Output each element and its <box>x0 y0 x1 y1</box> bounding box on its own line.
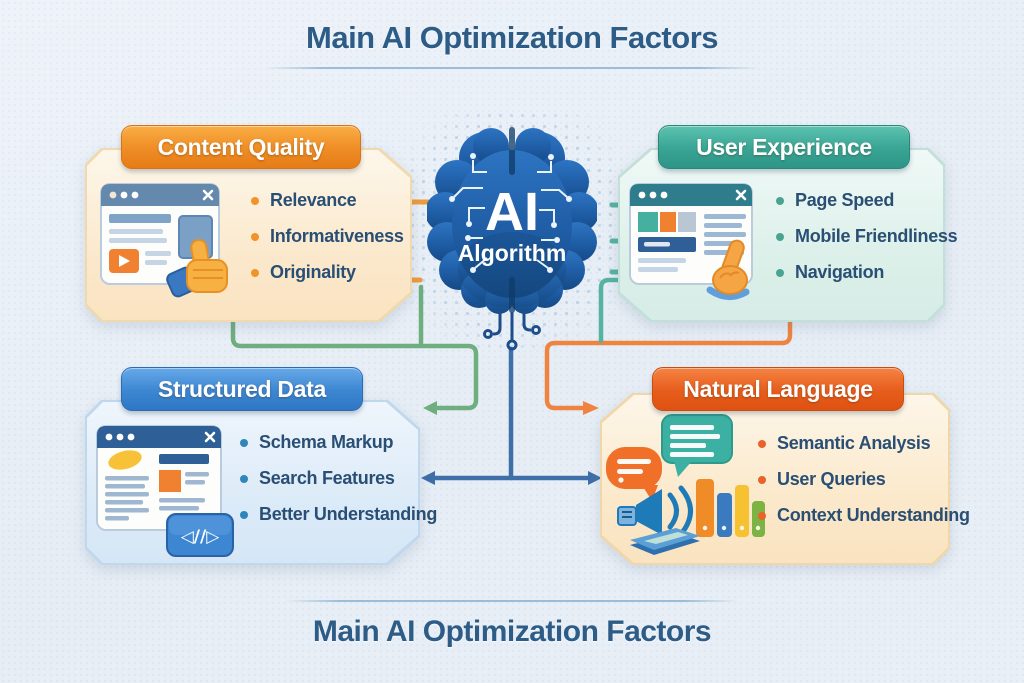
bullet-label: Relevance <box>270 190 357 210</box>
bullet-label: Originality <box>270 262 356 282</box>
thumbs-up-hand <box>166 238 228 298</box>
list-item: Mobile Friendliness <box>776 226 958 247</box>
list-item: Relevance <box>251 190 404 211</box>
code-tag-button: ◁//▷ <box>166 513 234 557</box>
browser-pointer-icon <box>629 183 753 300</box>
list-item: Schema Markup <box>240 432 437 453</box>
book <box>630 528 700 555</box>
browser-code-icon: ◁//▷ <box>96 425 234 557</box>
bullet-dot <box>240 510 248 519</box>
list-item: User Queries <box>758 469 970 490</box>
content-quality-items: Relevance Informativeness Originality <box>251 190 404 283</box>
list-item: Page Speed <box>776 190 957 211</box>
list-item: Search Features <box>240 468 437 489</box>
bullet-label: Schema Markup <box>259 432 394 452</box>
user-experience-header: User Experience <box>658 125 910 169</box>
user-experience-title: User Experience <box>696 133 872 160</box>
bullet-dot <box>251 196 259 205</box>
user-experience-panel: User Experience <box>618 125 958 322</box>
speech-bubble-teal <box>661 414 733 477</box>
bullet-label: Better Understanding <box>259 504 438 524</box>
content-quality-title: Content Quality <box>157 133 325 160</box>
bullet-dot <box>758 475 766 484</box>
natural-language-items: Semantic Analysis User Queries Context U… <box>758 433 970 526</box>
natural-language-panel: Natural Language <box>600 367 970 565</box>
structured-data-items: Schema Markup Search Features Better Und… <box>240 432 437 525</box>
bullet-label: Navigation <box>795 262 885 282</box>
bullet-label: User Queries <box>777 469 886 489</box>
bullet-dot <box>776 232 784 241</box>
bar-chart-books <box>696 479 765 537</box>
structured-data-header: Structured Data <box>121 367 363 411</box>
footer-title: Main AI Optimization Factors <box>312 615 712 648</box>
content-quality-header: Content Quality <box>121 125 361 169</box>
connector-orange-ux-to-natural <box>544 277 793 415</box>
brainstem-circuits <box>483 310 541 351</box>
list-item: Context Understanding <box>758 505 970 526</box>
browser-thumbs-up-icon <box>100 183 228 298</box>
bullet-dot <box>776 268 784 277</box>
list-item: Navigation <box>776 262 957 283</box>
bullet-label: Context Understanding <box>777 505 970 525</box>
list-item: Better Understanding <box>240 504 437 525</box>
bullet-dot <box>251 232 259 241</box>
bottom-divider <box>286 600 738 602</box>
structured-data-title: Structured Data <box>157 375 327 402</box>
page-title: Main AI Optimization Factors <box>306 20 719 55</box>
top-divider <box>264 67 760 69</box>
list-item: Semantic Analysis <box>758 433 970 454</box>
algorithm-label: Algorithm <box>458 240 567 266</box>
structured-data-panel: Structured Data ◁//▷ <box>85 367 437 565</box>
bullet-label: Search Features <box>259 468 395 488</box>
speech-bubble-orange <box>606 447 662 501</box>
bullet-dot <box>240 438 248 447</box>
svg-text:◁//▷: ◁//▷ <box>181 527 220 547</box>
connector-green-content-to-structured <box>230 284 479 415</box>
circuit-traces <box>453 160 568 269</box>
natural-language-title: Natural Language <box>683 375 873 402</box>
bullet-dot <box>240 474 248 483</box>
circuit-nodes <box>449 153 572 273</box>
content-quality-panel: Content Quality Relevance Informat <box>85 125 412 322</box>
bullet-dot <box>758 511 766 520</box>
pointer-hand <box>706 239 750 300</box>
megaphone-audio <box>617 485 693 537</box>
list-item: Originality <box>251 262 404 283</box>
user-experience-items: Page Speed Mobile Friendliness Navigatio… <box>776 190 958 283</box>
bullet-dot <box>758 439 766 448</box>
bullet-label: Semantic Analysis <box>777 433 931 453</box>
natural-language-header: Natural Language <box>652 367 904 411</box>
brain-circuit-icon: AI Algorithm <box>427 127 597 351</box>
bullet-label: Page Speed <box>795 190 895 210</box>
ai-label: AI <box>485 182 539 242</box>
bullet-dot <box>776 196 784 205</box>
speech-audio-books-icon <box>606 414 765 555</box>
list-item: Informativeness <box>251 226 404 247</box>
bullet-label: Informativeness <box>270 226 404 246</box>
bullet-label: Mobile Friendliness <box>795 226 958 246</box>
connector-blue-brain-to-bottom <box>421 346 602 485</box>
bullet-dot <box>251 268 259 277</box>
